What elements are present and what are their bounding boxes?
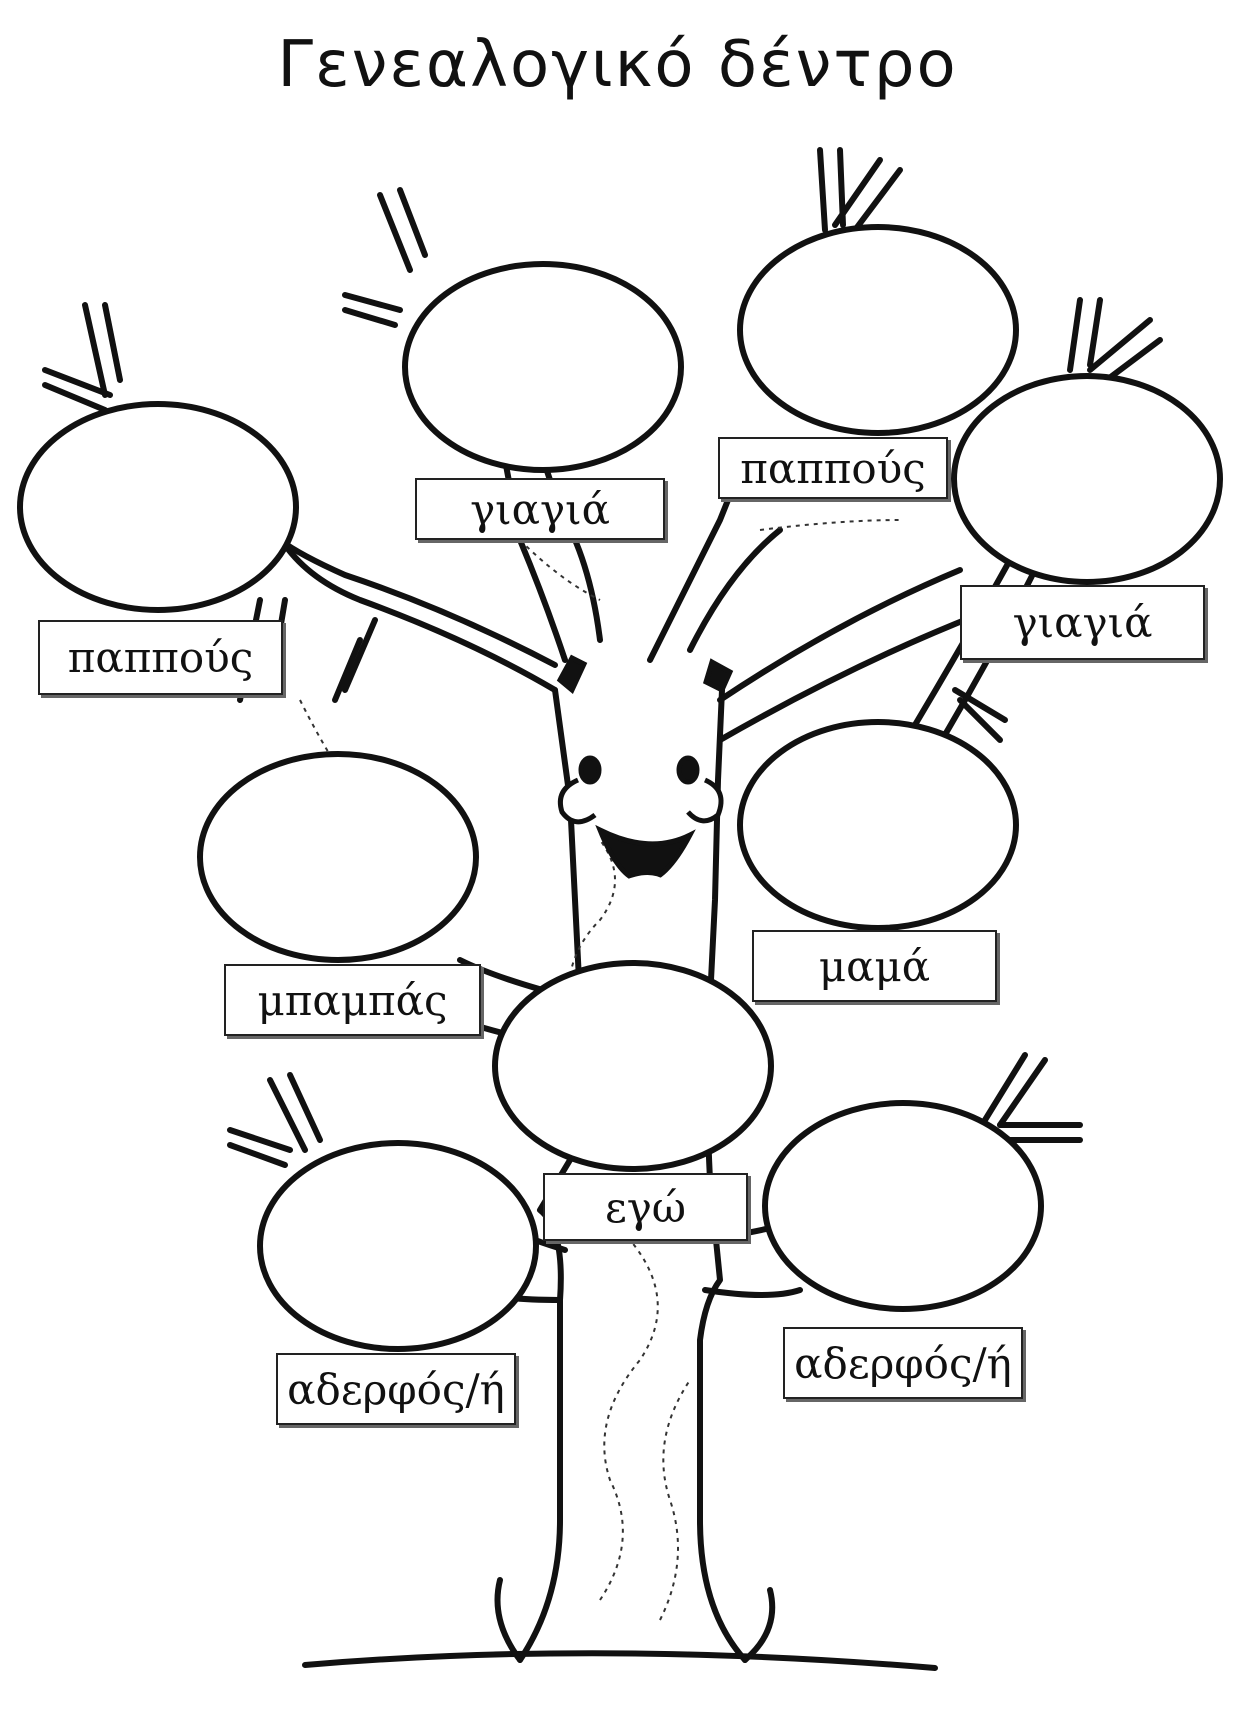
- eye-left: [578, 755, 602, 785]
- branch-right: [717, 567, 963, 703]
- label-sibling-right: αδερφός/ή: [783, 1327, 1023, 1399]
- photo-oval-dad[interactable]: [197, 751, 479, 963]
- twig-lower-left: [267, 1077, 308, 1153]
- label-grandma-right: γιαγιά: [960, 585, 1205, 660]
- eye-right: [676, 755, 700, 785]
- label-grandpa-left: παππούς: [38, 620, 283, 695]
- page-title: Γενεαλογικό δέντρο: [277, 28, 958, 102]
- twig-center-right-top: [817, 147, 828, 233]
- mouth: [595, 824, 696, 884]
- label-me: εγώ: [543, 1173, 748, 1241]
- photo-oval-sibling-right[interactable]: [762, 1100, 1044, 1312]
- label-grandpa-right: παππούς: [718, 437, 948, 499]
- eyebrow-right: [703, 658, 734, 694]
- photo-oval-grandma-left[interactable]: [402, 261, 684, 473]
- photo-oval-mom[interactable]: [737, 719, 1019, 931]
- twig-left-top: [82, 302, 108, 398]
- branch-upper-left: [282, 542, 558, 693]
- cheek-right: [686, 777, 724, 824]
- photo-oval-sibling-left[interactable]: [257, 1140, 539, 1352]
- photo-oval-grandpa-right[interactable]: [737, 224, 1019, 436]
- branch-center-right: [647, 467, 743, 663]
- label-grandma-left: γιαγιά: [415, 478, 665, 540]
- eyebrow-left: [556, 654, 588, 695]
- photo-oval-me[interactable]: [492, 960, 774, 1172]
- label-sibling-left: αδερφός/ή: [276, 1353, 516, 1425]
- photo-oval-grandpa-left[interactable]: [17, 401, 299, 613]
- twig-center-left-top: [377, 192, 413, 273]
- label-mom: μαμά: [752, 930, 997, 1002]
- photo-oval-grandma-right[interactable]: [951, 373, 1223, 585]
- twig-right-top: [1067, 297, 1083, 373]
- cheek-left: [557, 777, 597, 825]
- ground-line: [302, 1650, 938, 1671]
- twig-lower-right: [982, 1052, 1028, 1123]
- label-dad: μπαμπάς: [224, 964, 481, 1036]
- tree-face: [556, 654, 734, 893]
- branch-center-left: [502, 457, 568, 663]
